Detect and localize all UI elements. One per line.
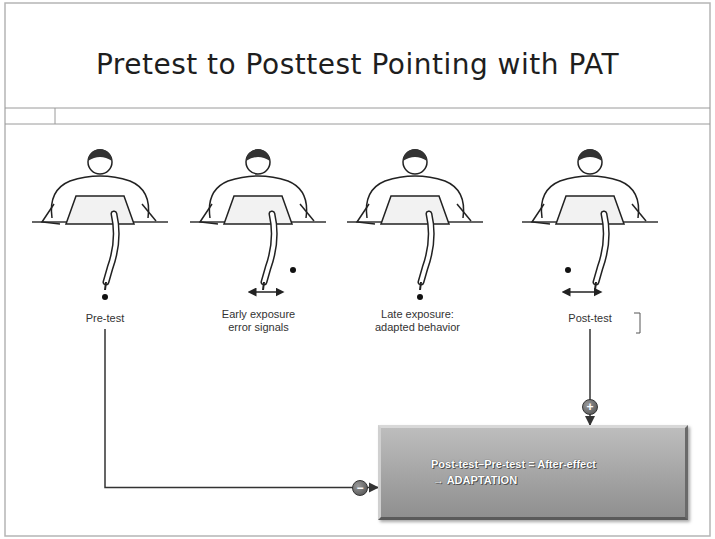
connector-arrow bbox=[105, 329, 378, 488]
stage-caption: Early exposure error signals bbox=[211, 308, 306, 334]
node-text: Post-test bbox=[545, 312, 635, 325]
node-text: Early exposure error signals bbox=[211, 308, 306, 334]
node-text: Pre-test bbox=[60, 312, 150, 325]
person-figure bbox=[32, 149, 168, 290]
sign-symbol: − bbox=[352, 480, 368, 496]
person-figure bbox=[190, 149, 326, 290]
error-arrow bbox=[566, 291, 598, 293]
target-dot bbox=[290, 267, 296, 273]
error-arrow bbox=[252, 291, 280, 293]
stage-caption: Post-test bbox=[545, 312, 635, 325]
sign-symbol: + bbox=[582, 399, 598, 415]
slide-title: Pretest to Posttest Pointing with PAT bbox=[20, 48, 695, 81]
node-text: Late exposure: adapted behavior bbox=[370, 308, 465, 334]
node-text: Post-test–Pre-test = After-effect bbox=[431, 456, 675, 472]
slide-border bbox=[5, 3, 710, 536]
bracket bbox=[634, 313, 640, 333]
target-dot bbox=[417, 294, 423, 300]
stage-caption: Late exposure: adapted behavior bbox=[370, 308, 465, 334]
person-figure bbox=[347, 149, 483, 290]
stage-caption: Pre-test bbox=[60, 312, 150, 325]
person-figure bbox=[522, 149, 658, 290]
target-dot bbox=[565, 267, 571, 273]
title-rule bbox=[5, 124, 710, 125]
target-dot bbox=[102, 294, 108, 300]
title-tick bbox=[55, 108, 56, 124]
title-rule bbox=[5, 108, 710, 109]
result-box: Post-test–Pre-test = After-effect→ ADAPT… bbox=[378, 425, 688, 520]
node-text: → ADAPTATION bbox=[431, 472, 675, 488]
